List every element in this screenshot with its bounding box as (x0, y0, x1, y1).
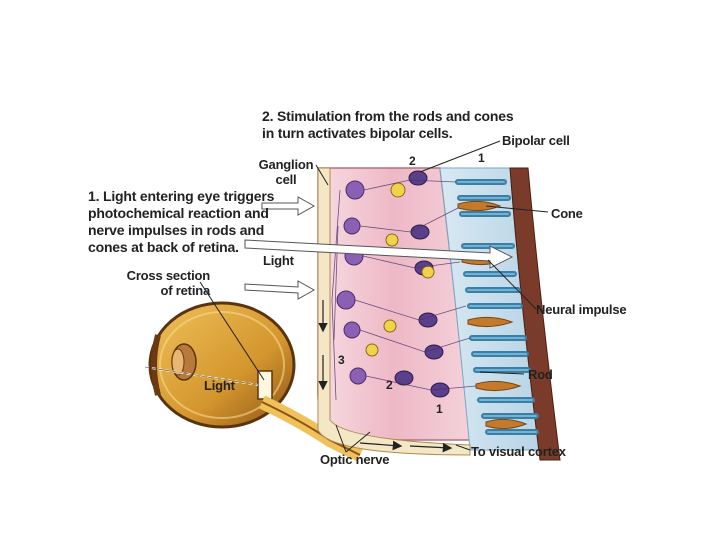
light-top-label: Light (263, 253, 294, 268)
marker-top-1: 1 (478, 151, 485, 165)
ganglion-line-1: Ganglion (258, 157, 314, 172)
to-visual-cortex-label: To visual cortex (471, 444, 566, 459)
step2-line-1: 2. Stimulation from the rods and cones (262, 108, 514, 124)
step1-line-4: cones at back of retina. (88, 239, 239, 255)
cross-section-line-2: of retina (160, 283, 211, 298)
step1-line-3: nerve impulses in rods and (88, 222, 265, 238)
marker-bottom-1: 1 (436, 402, 443, 416)
step1-line-2: photochemical reaction and (88, 205, 269, 221)
impulse-arrows (318, 300, 453, 453)
rod-label: Rod (528, 367, 553, 382)
ganglion-line-2: cell (275, 172, 297, 187)
bipolar-cell-label: Bipolar cell (502, 133, 570, 148)
horizontal-cells (365, 182, 435, 357)
leader-lines (199, 140, 549, 453)
rods (455, 179, 539, 435)
ganglion-cell-label: Ganglion cell (254, 157, 318, 187)
cross-section-label: Cross section of retina (118, 268, 211, 298)
step2-caption: 2. Stimulation from the rods and cones i… (262, 108, 514, 142)
optic-nerve-label: Optic nerve (320, 452, 390, 467)
step2-line-2: in turn activates bipolar cells. (262, 125, 453, 141)
neural-impulse-label: Neural impulse (536, 302, 627, 317)
light-arrows (244, 196, 514, 300)
marker-bottom-2: 2 (386, 378, 393, 392)
marker-top-2: 2 (409, 154, 416, 168)
step1-line-1: 1. Light entering eye triggers (88, 188, 275, 204)
cone-label: Cone (551, 206, 583, 221)
step1-caption: 1. Light entering eye triggers photochem… (88, 188, 274, 256)
light-eye-label: Light (204, 378, 235, 393)
marker-bottom-3: 3 (338, 353, 345, 367)
eyeball (144, 301, 296, 429)
cross-section-line-1: Cross section (126, 268, 211, 283)
